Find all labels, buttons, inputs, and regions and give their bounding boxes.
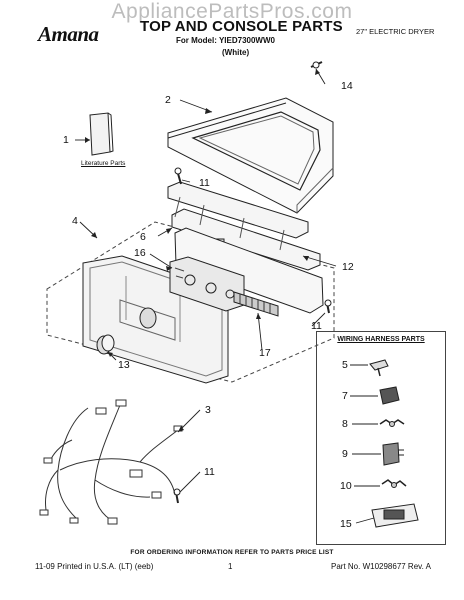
callout-15: 15 [340,518,352,530]
brand-logo: Amana [38,22,99,46]
callout-10: 10 [340,480,352,492]
harness-part-5-drawing [369,359,389,377]
callout-4: 4 [72,215,78,227]
knob-drawing [96,334,115,355]
console-group-outline [46,221,335,383]
callout-12: 12 [342,261,354,273]
screw-11-drawing [173,167,332,504]
keypad-strip-drawing [233,291,279,317]
console-frame-drawing [167,181,324,314]
callout-16: 16 [134,247,146,259]
page-title: TOP AND CONSOLE PARTS [140,18,343,35]
part-number: Part No. W10298677 Rev. A [331,562,431,571]
callout-1: 1 [63,134,69,146]
callout-13: 13 [118,359,130,371]
callout-2: 2 [165,94,171,106]
callout-9: 9 [342,448,348,460]
wiring-harness-parts-box: WIRING HARNESS PARTS [316,331,446,545]
model-color: (White) [222,48,250,57]
product-subtitle: 27" ELECTRIC DRYER [356,27,435,36]
callout-3: 3 [205,404,211,416]
ordering-info: FOR ORDERING INFORMATION REFER TO PARTS … [130,549,334,556]
callout-11-bottom: 11 [204,466,215,478]
harness-part-9-drawing [382,442,404,466]
callout-6: 6 [140,231,146,243]
model-number: For Model: YIED7300WW0 [176,36,275,45]
literature-parts-label: Literature Parts [81,160,126,167]
callout-17: 17 [259,347,271,359]
screw-14-drawing [310,61,323,69]
harness-part-8-drawing [379,419,405,427]
watermark-text: AppliancePartsPros.com [111,0,353,23]
callout-7: 7 [342,390,348,402]
harness-part-7-drawing [379,386,400,405]
print-info: 11-09 Printed in U.S.A. (LT) (eeb) [35,562,154,571]
harness-part-10-drawing [381,479,407,488]
wiring-harness-title: WIRING HARNESS PARTS [337,336,425,343]
callout-11-top: 11 [199,177,210,189]
callout-5: 5 [342,359,348,371]
page-number: 1 [228,562,233,571]
callout-14: 14 [341,80,353,92]
callout-8: 8 [342,418,348,430]
harness-part-15-drawing [371,503,419,528]
top-panel-drawing [167,97,334,214]
literature-booklet-drawing [89,112,114,156]
wiring-harness-drawing [39,399,183,525]
callout-11-right: 11 [311,320,322,332]
